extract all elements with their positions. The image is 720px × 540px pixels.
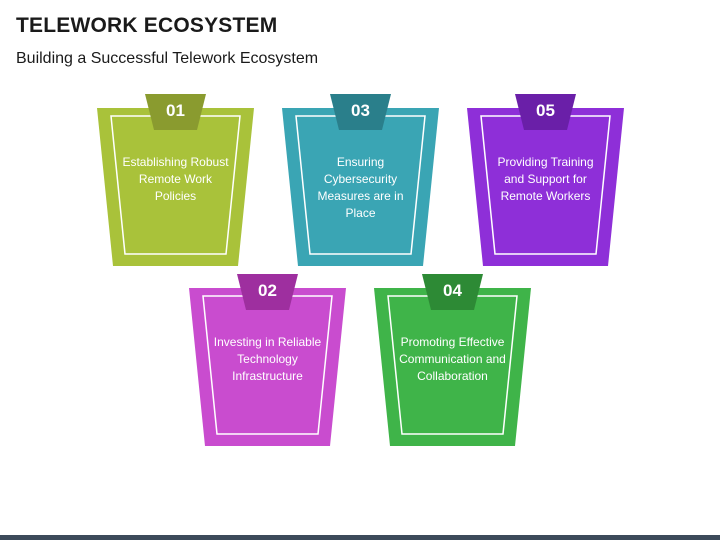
card-shape bbox=[97, 94, 254, 266]
slide-title: TELEWORK ECOSYSTEM bbox=[16, 14, 278, 37]
step-label: Establishing Robust Remote Work Policies bbox=[122, 155, 229, 203]
step-number: 05 bbox=[536, 101, 555, 120]
step-card-03: 03 Ensuring Cybersecurity Measures are i… bbox=[282, 94, 439, 266]
step-number: 02 bbox=[258, 281, 277, 300]
footer-bar bbox=[0, 535, 720, 540]
step-number: 04 bbox=[443, 281, 462, 300]
step-number: 01 bbox=[166, 101, 185, 120]
card-shape bbox=[282, 94, 439, 266]
step-label: Promoting Effective Communication and Co… bbox=[399, 335, 506, 383]
step-label: Investing in Reliable Technology Infrast… bbox=[213, 335, 322, 383]
card-shape bbox=[467, 94, 624, 266]
slide-subtitle: Building a Successful Telework Ecosystem bbox=[16, 50, 319, 67]
card-shape bbox=[189, 274, 346, 446]
step-card-02: 02 Investing in Reliable Technology Infr… bbox=[189, 274, 346, 446]
step-label: Providing Training and Support for Remot… bbox=[497, 155, 594, 203]
card-shape bbox=[374, 274, 531, 446]
step-label: Ensuring Cybersecurity Measures are in P… bbox=[317, 155, 404, 220]
step-card-01: 01 Establishing Robust Remote Work Polic… bbox=[97, 94, 254, 266]
step-number: 03 bbox=[351, 101, 370, 120]
step-card-04: 04 Promoting Effective Communication and… bbox=[374, 274, 531, 446]
step-card-05: 05 Providing Training and Support for Re… bbox=[467, 94, 624, 266]
